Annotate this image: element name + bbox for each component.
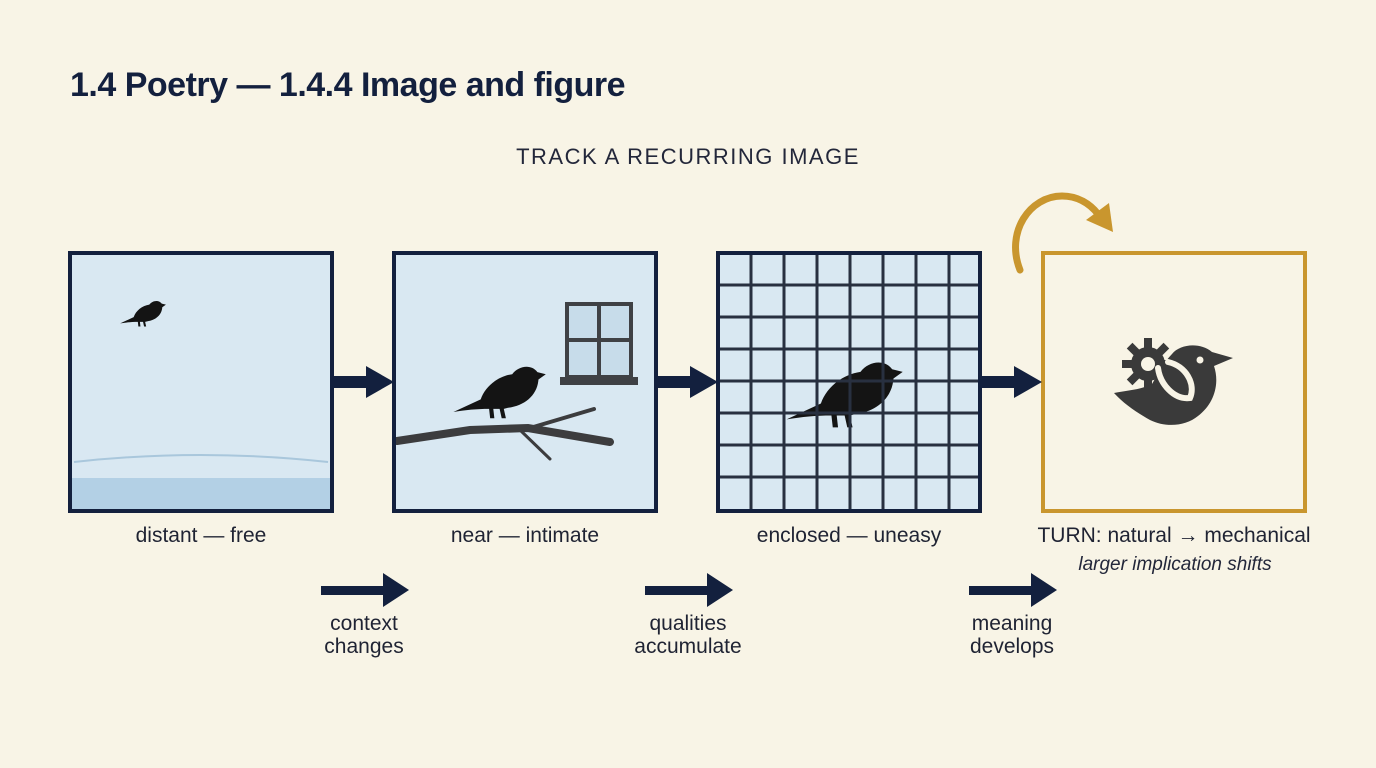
diagram-subtitle: TRACK A RECURRING IMAGE <box>516 144 860 169</box>
step-label-qualities-accumulate: qualities accumulate <box>588 612 788 658</box>
arrow-right-icon <box>332 366 394 398</box>
page-title: 1.4 Poetry — 1.4.4 Image and figure <box>70 66 626 104</box>
step-label-line: qualities <box>649 612 727 635</box>
panel-enclosed <box>716 251 982 513</box>
caption-turn: TURN: natural → mechanical <box>1037 524 1311 547</box>
arrow-right-icon <box>321 573 409 607</box>
wing-outline <box>1155 359 1195 402</box>
panel-distant <box>68 251 334 513</box>
step-label-line: context <box>330 612 398 635</box>
bird-eye <box>1196 356 1204 364</box>
step-label-line: changes <box>324 635 404 658</box>
turn-arrow-icon <box>1012 192 1113 274</box>
branch <box>393 407 614 461</box>
mechanical-bird-icon <box>1114 338 1233 425</box>
window-icon <box>560 302 638 385</box>
horizon-line <box>73 454 329 463</box>
connector-arrows <box>332 366 1042 398</box>
robot-bird-body <box>1114 345 1233 425</box>
arrow-right-icon <box>645 573 733 607</box>
step-label-meaning-develops: meaning develops <box>912 612 1112 658</box>
step-label-line: meaning <box>971 612 1053 635</box>
arrow-right-icon <box>656 366 718 398</box>
arrow-right-icon <box>980 366 1042 398</box>
step-arrows <box>321 573 1057 607</box>
ground-band <box>71 478 331 510</box>
step-label-context-changes: context changes <box>264 612 464 658</box>
panel-near <box>392 251 658 513</box>
cage-grid <box>718 253 980 511</box>
caption-enclosed: enclosed — uneasy <box>756 524 942 547</box>
step-label-line: develops <box>969 635 1055 658</box>
arrow-right-icon <box>969 573 1057 607</box>
step-label-line: accumulate <box>634 635 742 658</box>
panel-turn <box>1012 192 1307 513</box>
caption-near: near — intimate <box>450 524 600 547</box>
caption-distant: distant — free <box>135 524 267 547</box>
caption-turn-note: larger implication shifts <box>1078 554 1272 575</box>
